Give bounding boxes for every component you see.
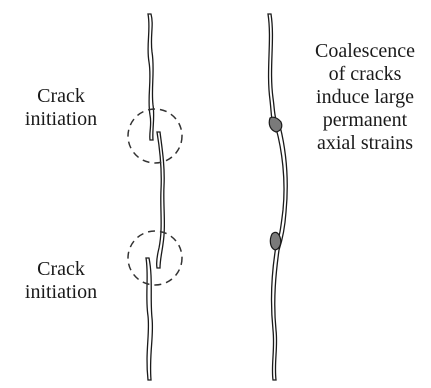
right-coalesced-crack (268, 14, 287, 380)
crack-initiation-circle-top (128, 109, 182, 163)
left-crack-segment-lower (146, 258, 152, 380)
crack-initiation-circle-bottom (128, 231, 182, 285)
label-line: Coalescence (298, 40, 431, 63)
left-crack-segment-middle (157, 132, 165, 268)
label-line: Crack (6, 258, 116, 281)
label-line: axial strains (298, 132, 431, 155)
label-line: induce large (298, 86, 431, 109)
label-line: initiation (6, 108, 116, 131)
label-line: initiation (6, 281, 116, 304)
crack-initiation-label-top: Crack initiation (6, 85, 116, 131)
label-line: permanent (298, 109, 431, 132)
left-crack-segment-upper (148, 14, 154, 140)
coalescence-bulge-upper (269, 117, 282, 132)
coalescence-label: Coalescence of cracks induce large perma… (298, 40, 431, 155)
crack-initiation-label-bottom: Crack initiation (6, 258, 116, 304)
coalescence-bulge-lower (270, 232, 280, 250)
label-line: of cracks (298, 63, 431, 86)
label-line: Crack (6, 85, 116, 108)
